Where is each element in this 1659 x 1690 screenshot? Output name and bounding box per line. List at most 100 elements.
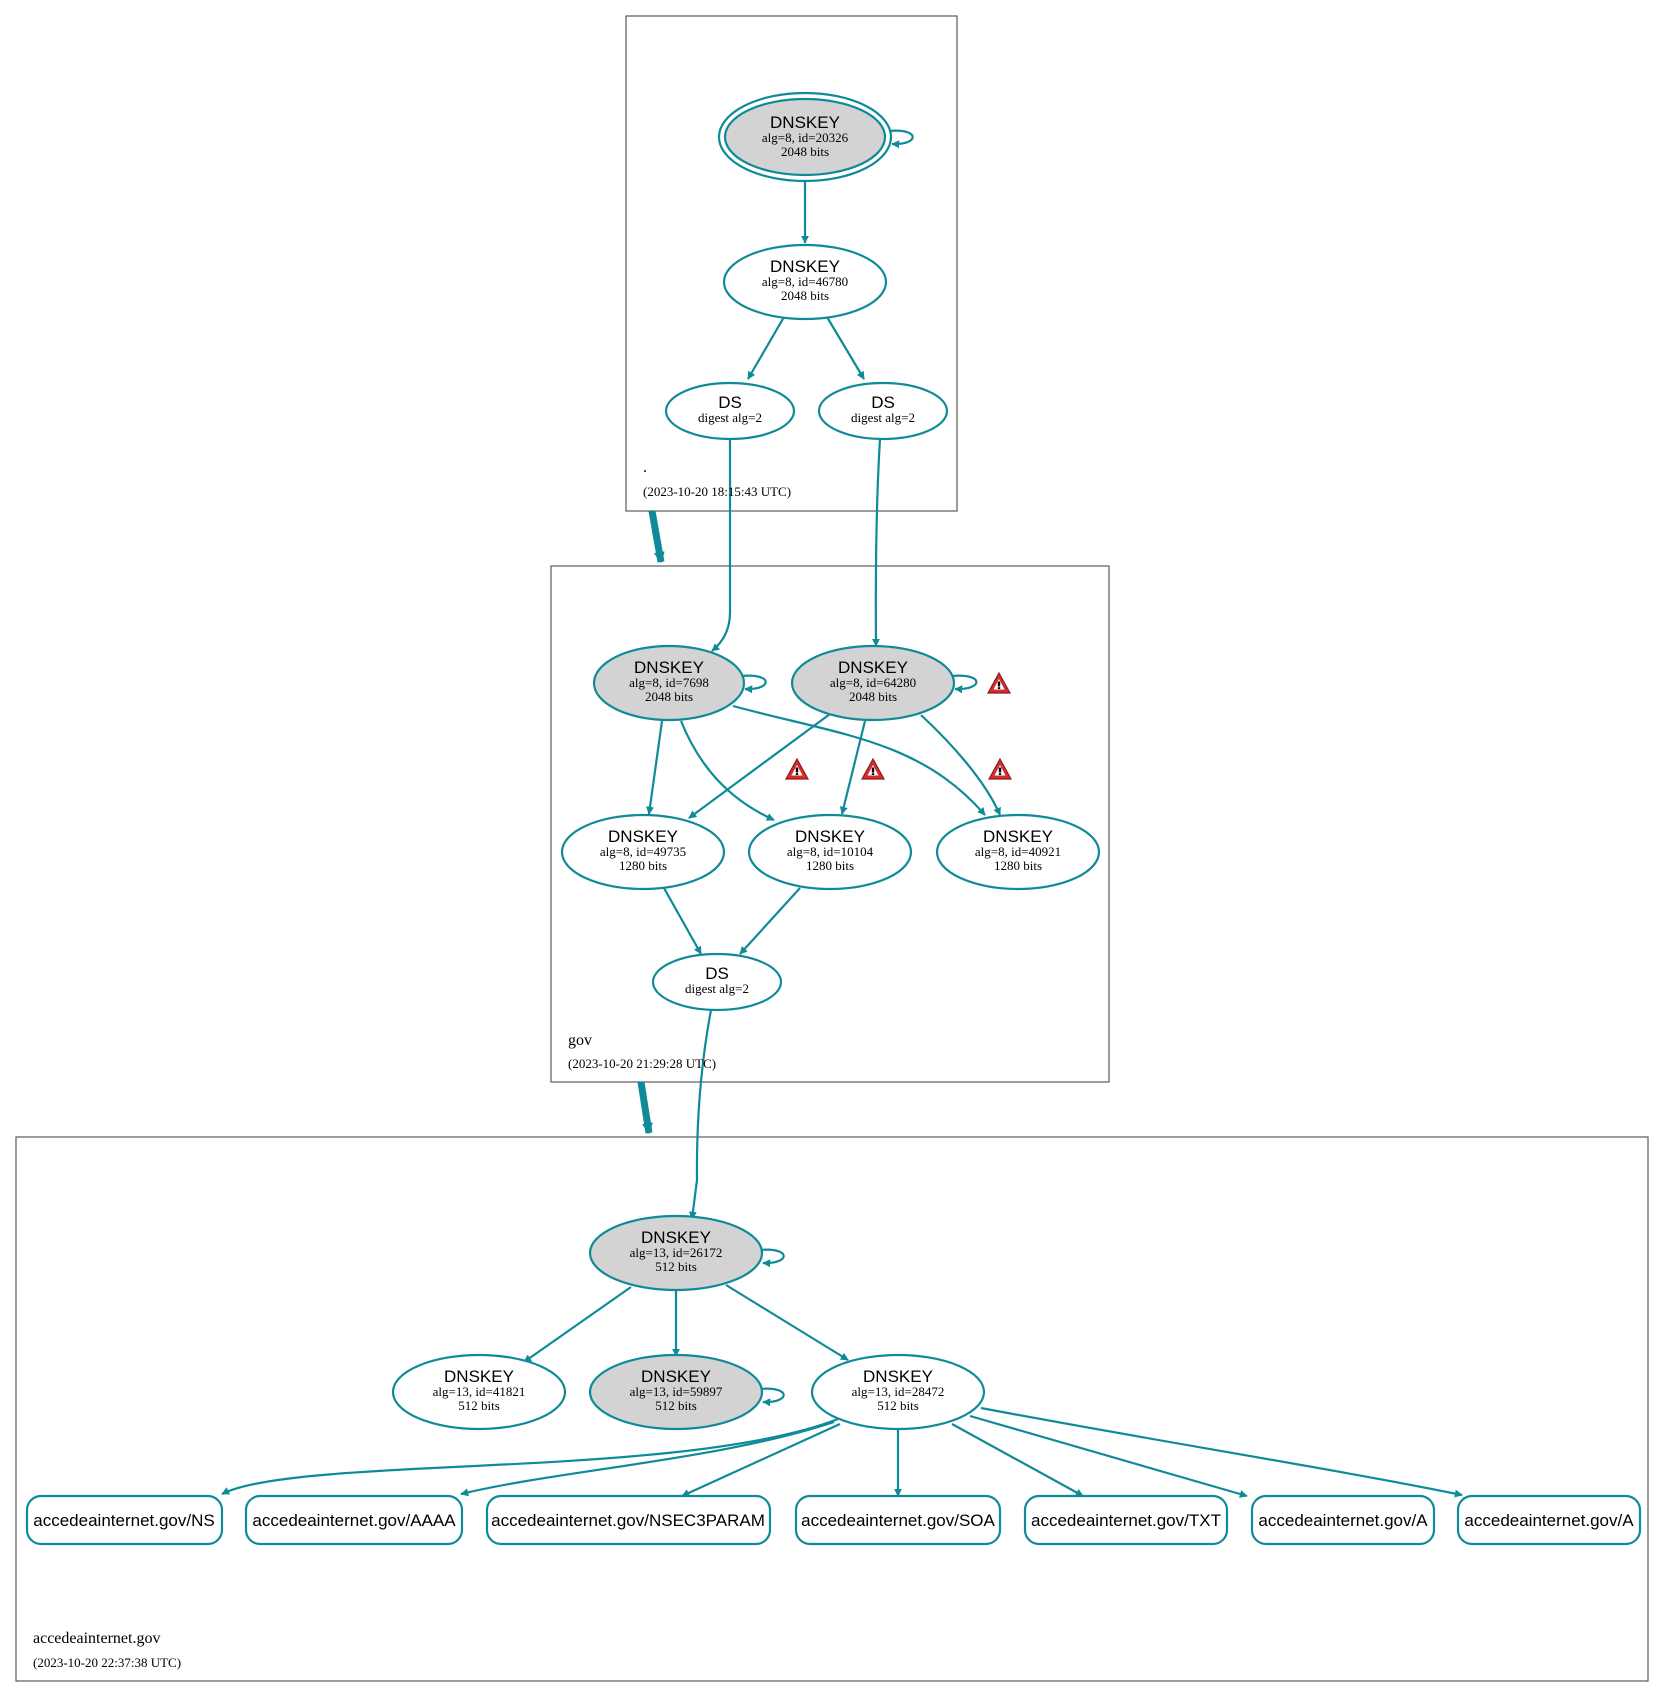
node-bits-label: 512 bits xyxy=(877,1398,919,1413)
rrset-label: accedeainternet.gov/NS xyxy=(33,1511,214,1530)
edge-root-ksk-self xyxy=(888,129,914,149)
edge-gov-ksk2-zsk2 xyxy=(839,720,867,815)
zone-box-root xyxy=(625,15,958,512)
node-type-label: DNSKEY xyxy=(641,1228,711,1247)
edge-acc-k3-a1 xyxy=(969,1414,1248,1498)
rrset-node-a[interactable]: accedeainternet.gov/A xyxy=(1456,1494,1642,1546)
dnskey-node-gov-zsk-49735[interactable]: DNSKEY alg=8, id=49735 1280 bits xyxy=(560,813,726,891)
delegation-arrow-root-gov xyxy=(648,510,665,564)
dnskey-node-acc-59897[interactable]: DNSKEY alg=13, id=59897 512 bits xyxy=(588,1353,764,1431)
node-alg-label: alg=8, id=7698 xyxy=(629,675,709,690)
zone-name-accedeainternet: accedeainternet.gov xyxy=(33,1630,160,1647)
zone-timestamp-gov: (2023-10-20 21:29:28 UTC) xyxy=(568,1056,716,1071)
node-type-label: DNSKEY xyxy=(641,1367,711,1386)
node-bits-label: 512 bits xyxy=(655,1259,697,1274)
delegation-arrow-gov-acc xyxy=(637,1081,653,1135)
node-bits-label: 2048 bits xyxy=(781,144,829,159)
node-type-label: DNSKEY xyxy=(795,827,865,846)
edge-gov-zsk2-ds xyxy=(739,887,801,955)
node-digest-label: digest alg=2 xyxy=(685,981,749,996)
node-type-label: DNSKEY xyxy=(770,113,840,132)
node-bits-label: 2048 bits xyxy=(645,689,693,704)
edge-gov-ksk1-zsk3 xyxy=(732,704,986,816)
rrset-label: accedeainternet.gov/NSEC3PARAM xyxy=(491,1511,765,1530)
edge-acc-k3-aaaa xyxy=(460,1420,835,1497)
node-bits-label: 1280 bits xyxy=(619,858,667,873)
edge-gov-ksk1-zsk1 xyxy=(646,720,664,815)
ds-node-root-2[interactable]: DS digest alg=2 xyxy=(817,381,949,441)
rrset-node-aaaa[interactable]: accedeainternet.gov/AAAA xyxy=(244,1494,464,1546)
node-alg-label: alg=13, id=26172 xyxy=(630,1245,723,1260)
warning-icon[interactable] xyxy=(987,672,1011,694)
edge-acc-k2-self xyxy=(759,1387,785,1407)
edge-gov-ds-acc-ksk xyxy=(688,1009,713,1220)
node-type-label: DNSKEY xyxy=(634,658,704,677)
ds-node-gov[interactable]: DS digest alg=2 xyxy=(651,952,783,1012)
rrset-node-soa[interactable]: accedeainternet.gov/SOA xyxy=(794,1494,1002,1546)
edge-acc-ksk-k1 xyxy=(523,1286,632,1363)
node-type-label: DS xyxy=(871,393,895,412)
dnskey-node-acc-ksk-26172[interactable]: DNSKEY alg=13, id=26172 512 bits xyxy=(588,1214,764,1292)
dnskey-node-gov-ksk-64280[interactable]: DNSKEY alg=8, id=64280 2048 bits xyxy=(790,644,956,722)
rrset-node-ns[interactable]: accedeainternet.gov/NS xyxy=(25,1494,224,1546)
zone-box-gov xyxy=(550,565,1110,1083)
node-alg-label: alg=8, id=64280 xyxy=(830,675,916,690)
dnskey-node-gov-ksk-7698[interactable]: DNSKEY alg=8, id=7698 2048 bits xyxy=(592,644,746,722)
node-alg-label: alg=13, id=28472 xyxy=(852,1384,945,1399)
node-type-label: DNSKEY xyxy=(608,827,678,846)
node-type-label: DS xyxy=(718,393,742,412)
rrset-label: accedeainternet.gov/TXT xyxy=(1031,1511,1221,1530)
node-alg-label: alg=13, id=59897 xyxy=(630,1384,723,1399)
node-alg-label: alg=8, id=20326 xyxy=(762,130,849,145)
edge-root-ds1-gov-ksk1 xyxy=(711,439,732,652)
rrset-label: accedeainternet.gov/SOA xyxy=(801,1511,995,1530)
node-digest-label: digest alg=2 xyxy=(698,410,762,425)
warning-icon[interactable] xyxy=(988,758,1012,780)
rrset-node-a[interactable]: accedeainternet.gov/A xyxy=(1250,1494,1436,1546)
edge-acc-k3-txt xyxy=(951,1423,1084,1497)
dnskey-node-gov-zsk-10104[interactable]: DNSKEY alg=8, id=10104 1280 bits xyxy=(747,813,913,891)
node-type-label: DNSKEY xyxy=(838,658,908,677)
edge-root-zsk-ds2 xyxy=(826,316,865,380)
zone-timestamp-accedeainternet: (2023-10-20 22:37:38 UTC) xyxy=(33,1655,181,1670)
node-alg-label: alg=8, id=10104 xyxy=(787,844,874,859)
node-alg-label: alg=8, id=40921 xyxy=(975,844,1061,859)
node-type-label: DNSKEY xyxy=(770,257,840,276)
rrset-label: accedeainternet.gov/A xyxy=(1464,1511,1634,1530)
edge-root-ds2-gov-ksk2 xyxy=(871,438,882,647)
edge-gov-ksk2-zsk3 xyxy=(920,714,1002,816)
node-bits-label: 512 bits xyxy=(655,1398,697,1413)
dnskey-node-root-zsk[interactable]: DNSKEY alg=8, id=46780 2048 bits xyxy=(722,243,888,321)
edge-acc-k3-ns xyxy=(221,1417,839,1495)
node-alg-label: alg=13, id=41821 xyxy=(433,1384,526,1399)
zone-box-accedeainternet xyxy=(15,1136,1649,1682)
dnskey-node-root-ksk[interactable]: DNSKEY alg=8, id=20326 2048 bits xyxy=(717,91,893,183)
dnskey-node-acc-28472[interactable]: DNSKEY alg=13, id=28472 512 bits xyxy=(810,1353,986,1431)
warning-icon[interactable] xyxy=(785,758,809,780)
edge-root-zsk-ds1 xyxy=(747,316,785,380)
warning-icon[interactable] xyxy=(861,758,885,780)
edge-acc-k3-nsec3param xyxy=(681,1422,841,1498)
node-bits-label: 512 bits xyxy=(458,1398,500,1413)
edge-acc-ksk-self xyxy=(759,1248,785,1268)
node-type-label: DNSKEY xyxy=(983,827,1053,846)
rrset-node-txt[interactable]: accedeainternet.gov/TXT xyxy=(1023,1494,1229,1546)
ds-node-root-1[interactable]: DS digest alg=2 xyxy=(664,381,796,441)
zone-name-gov: gov xyxy=(568,1032,592,1049)
rrset-node-nsec3param[interactable]: accedeainternet.gov/NSEC3PARAM xyxy=(485,1494,772,1546)
zone-name-root: . xyxy=(643,459,647,476)
rrset-label: accedeainternet.gov/A xyxy=(1258,1511,1428,1530)
edge-gov-zsk1-ds xyxy=(663,887,702,955)
node-bits-label: 1280 bits xyxy=(806,858,854,873)
edge-acc-ksk-k3 xyxy=(725,1284,849,1361)
node-bits-label: 1280 bits xyxy=(994,858,1042,873)
edge-gov-ksk1-zsk2 xyxy=(679,720,775,822)
dnskey-node-acc-41821[interactable]: DNSKEY alg=13, id=41821 512 bits xyxy=(391,1353,567,1431)
node-type-label: DS xyxy=(705,964,729,983)
node-type-label: DNSKEY xyxy=(863,1367,933,1386)
node-bits-label: 2048 bits xyxy=(849,689,897,704)
dnskey-node-gov-zsk-40921[interactable]: DNSKEY alg=8, id=40921 1280 bits xyxy=(935,813,1101,891)
edge-gov-ksk2-zsk1 xyxy=(688,713,831,819)
zone-timestamp-root: (2023-10-20 18:15:43 UTC) xyxy=(643,484,791,499)
node-type-label: DNSKEY xyxy=(444,1367,514,1386)
